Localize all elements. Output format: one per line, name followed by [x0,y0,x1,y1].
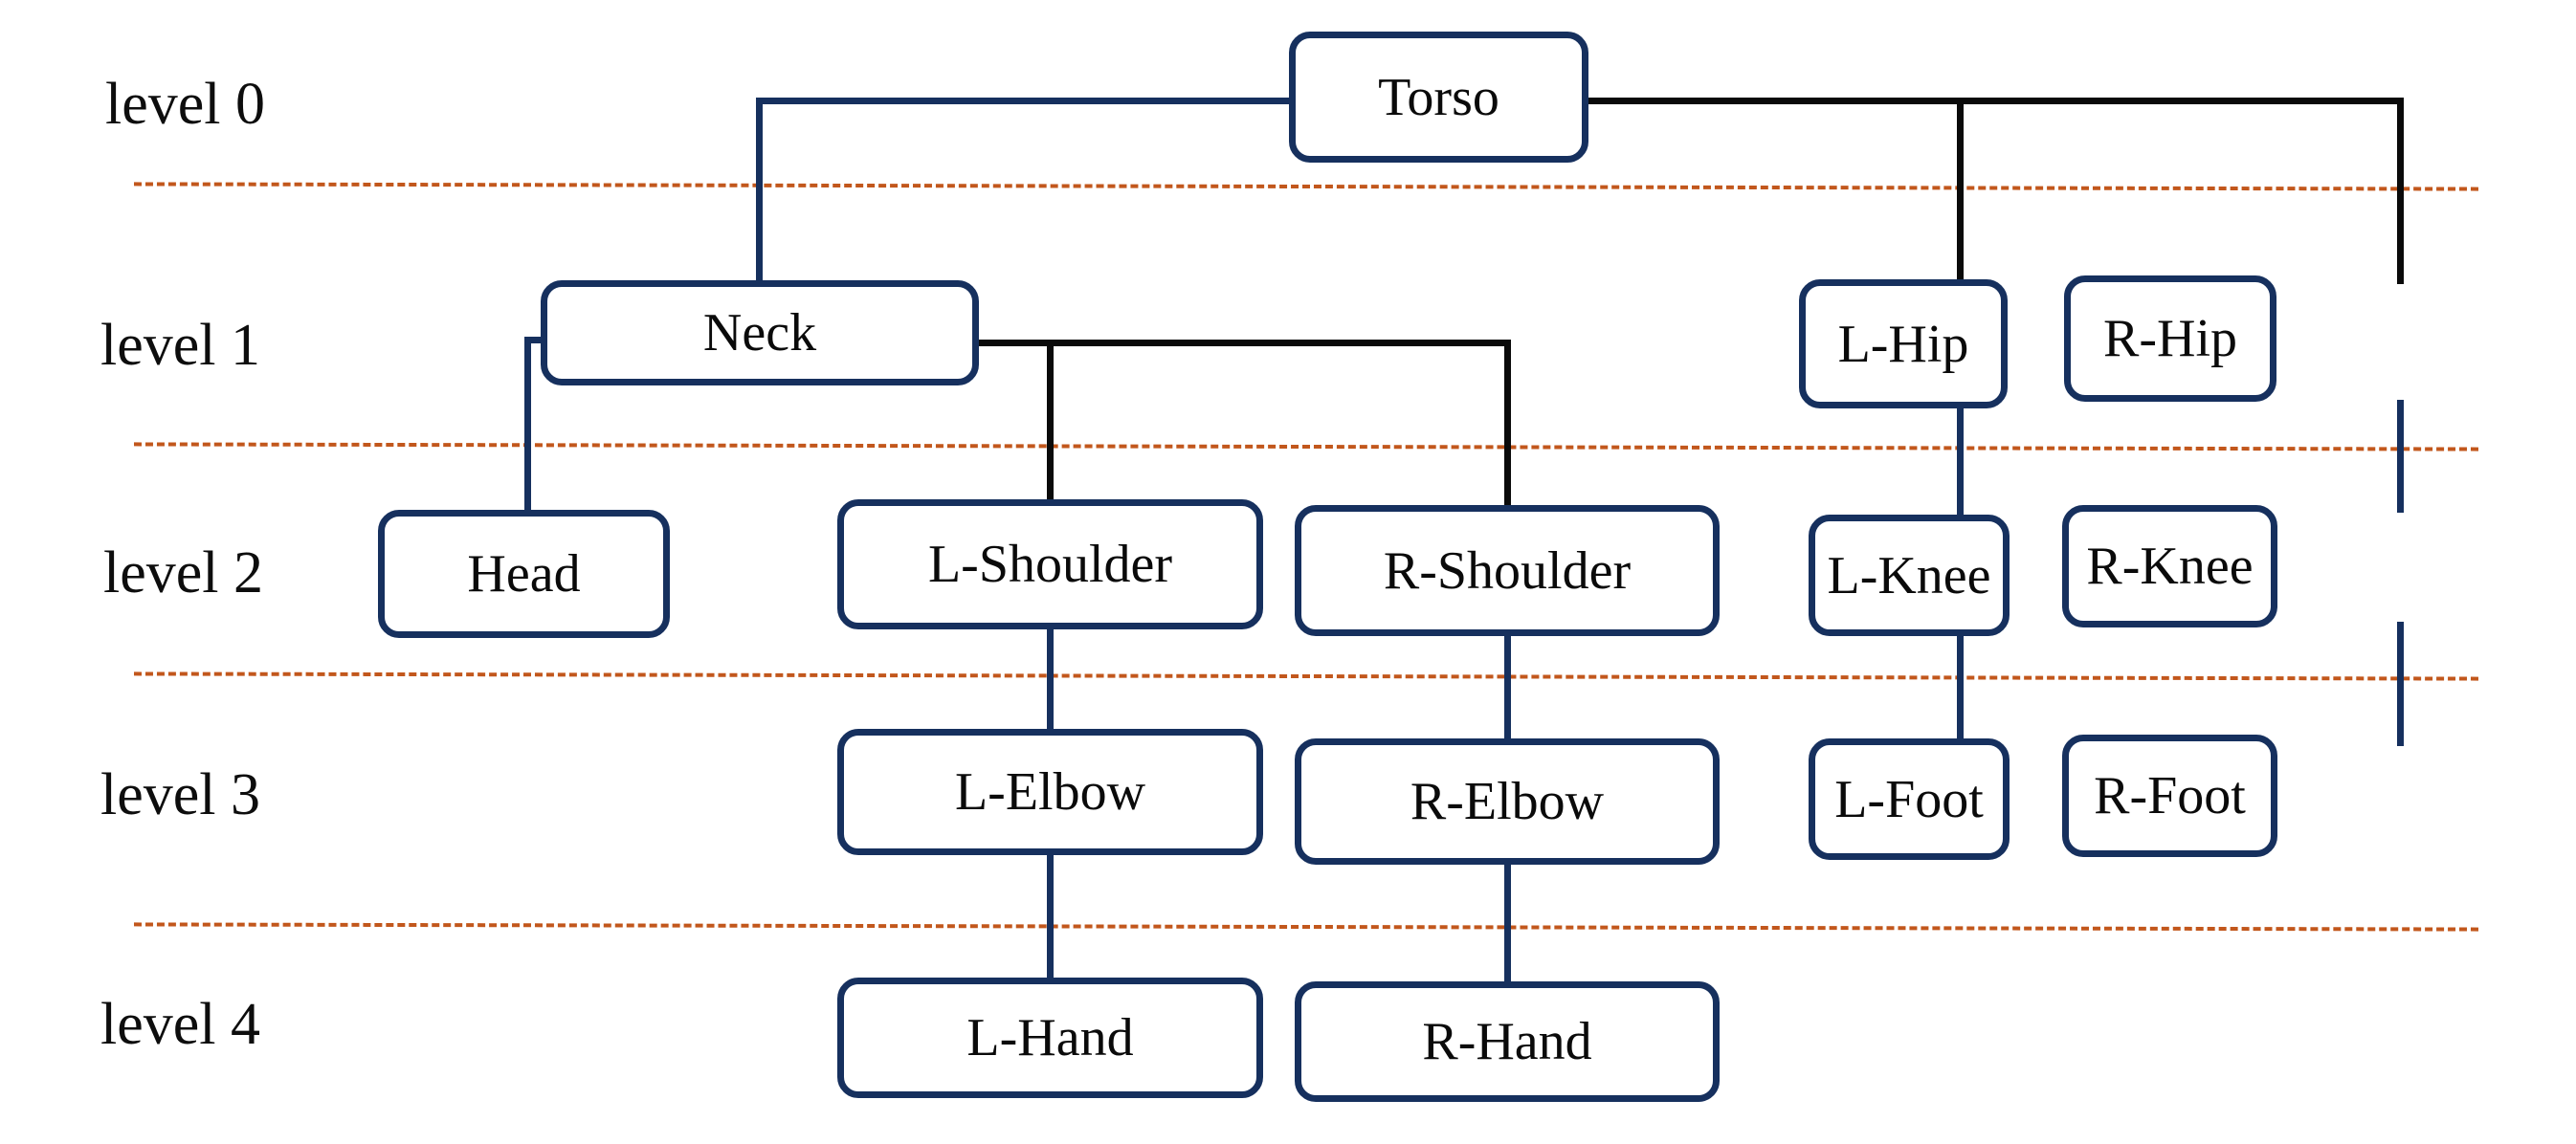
edge-torso-rhip-vertical [2397,98,2404,284]
node-r-shoulder[interactable]: R-Shoulder [1295,505,1720,636]
edge-torso-lhip-vertical [1957,98,1964,284]
node-l-foot[interactable]: L-Foot [1809,738,2010,860]
node-l-hip[interactable]: L-Hip [1799,279,2008,408]
edge-rhip-rknee [2397,400,2404,513]
node-r-foot[interactable]: R-Foot [2062,735,2277,857]
edge-relbow-rhand [1504,859,1511,985]
node-r-hip[interactable]: R-Hip [2064,275,2276,402]
edge-neck-head-vertical [524,337,531,518]
node-r-knee[interactable]: R-Knee [2062,505,2277,627]
node-torso[interactable]: Torso [1289,32,1588,163]
edge-neck-shoulders-horizontal [974,340,1510,346]
node-l-elbow[interactable]: L-Elbow [837,729,1263,855]
level-label-0: level 0 [105,72,265,137]
level-label-1: level 1 [100,313,260,378]
edge-rshoulder-relbow [1504,629,1511,744]
node-r-elbow[interactable]: R-Elbow [1295,738,1720,865]
edge-neck-lshoulder-vertical [1047,340,1054,510]
edge-rknee-rfoot [2397,622,2404,746]
level-label-3: level 3 [100,762,260,827]
node-l-shoulder[interactable]: L-Shoulder [837,499,1263,629]
edge-neck-rshoulder-vertical [1504,340,1511,510]
edge-lshoulder-lelbow [1047,622,1054,737]
level-divider-2-3 [133,671,2479,681]
level-label-2: level 2 [103,540,263,605]
edge-lelbow-lhand [1047,847,1054,981]
node-head[interactable]: Head [378,510,670,638]
edge-torso-neck-vertical [756,98,763,284]
edge-torso-neck-horizontal [756,98,1292,104]
edge-lhip-lknee [1957,402,1964,521]
edge-lknee-lfoot [1957,625,1964,749]
level-label-4: level 4 [100,992,260,1057]
edge-neck-head-stub [524,337,545,343]
node-r-hand[interactable]: R-Hand [1295,981,1720,1102]
level-divider-0-1 [133,182,2479,191]
edge-torso-hips-horizontal [1584,98,2402,104]
level-divider-1-2 [133,442,2479,451]
node-neck[interactable]: Neck [541,280,979,385]
node-l-hand[interactable]: L-Hand [837,978,1263,1098]
node-l-knee[interactable]: L-Knee [1809,515,2010,636]
level-divider-3-4 [133,922,2479,932]
